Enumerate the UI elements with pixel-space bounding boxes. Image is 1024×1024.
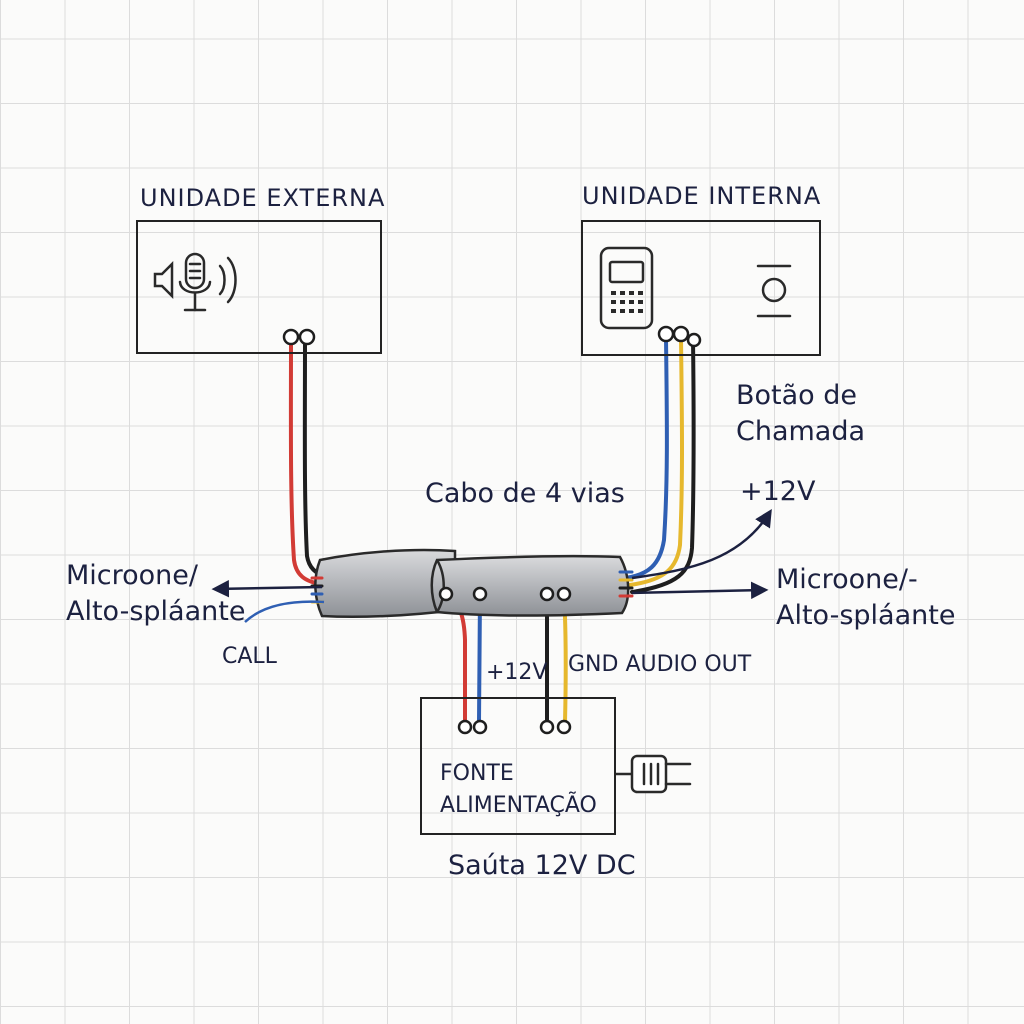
wire-black-external [302,338,328,578]
plus12v-label: +12V [740,476,816,507]
external-unit-wires [288,338,328,586]
terminal-internal-2 [672,325,690,343]
wire-black-internal [630,336,696,594]
terminal-cable-blue [472,586,488,602]
handset-icon [599,246,654,330]
right-mic-speaker-label: Microone/- Alto-spláante [776,564,956,631]
internal-unit-title: UNIDADE INTERNA [582,182,822,210]
internal-unit-icons [599,246,792,330]
microphone-icon [178,252,212,312]
call-label: CALL [222,644,277,669]
external-unit-box [136,220,382,354]
four-way-cable [310,548,634,618]
speaker-icon [153,260,174,300]
psu-gnd-audio-label: GND AUDIO OUT [568,652,752,677]
external-unit-icons [153,252,237,312]
terminals [282,325,702,735]
left-mic-speaker-label: Microone/ Alto-spláante [66,560,246,627]
psu-output-label: Saútа 12V DC [448,850,636,881]
terminal-internal-3 [686,332,702,348]
internal-unit-wires [623,336,696,594]
arrow-left-mic-speaker [211,579,323,598]
signal-lines [211,509,772,623]
cable-joint [435,559,445,613]
call-button-icon [756,264,792,318]
cable-label: Cabo de 4 vias [425,478,625,509]
line-call [244,600,325,623]
terminal-external-2 [298,328,316,346]
internal-unit-box [581,220,821,356]
terminal-psu-1 [457,719,473,735]
cable-segment-right [430,554,630,617]
wire-red-external [288,338,324,586]
power-supply-box [420,697,616,835]
terminal-psu-4 [556,719,572,735]
wire-yellow-internal [628,336,684,587]
call-button-label: Botão de Chamada [736,380,866,447]
terminal-external-1 [282,328,300,346]
wire-blue-internal [623,336,669,580]
terminal-cable-yellow [556,586,572,602]
psu-plus12v-label: +12V [486,660,548,685]
external-unit-title: UNIDADE EXTERNA [140,184,386,212]
sound-waves-icon [218,256,237,304]
terminal-cable-black [539,586,555,602]
power-plug-icon [614,754,692,794]
power-supply-title: FONTE ALIMENTAÇÃO [440,761,597,818]
arrow-plus12v [631,509,772,580]
terminal-psu-3 [539,719,555,735]
terminal-psu-2 [472,719,488,735]
terminal-cable-red [438,586,454,602]
arrow-right-mic-speaker [631,581,769,600]
cable-segment-left [314,548,457,618]
